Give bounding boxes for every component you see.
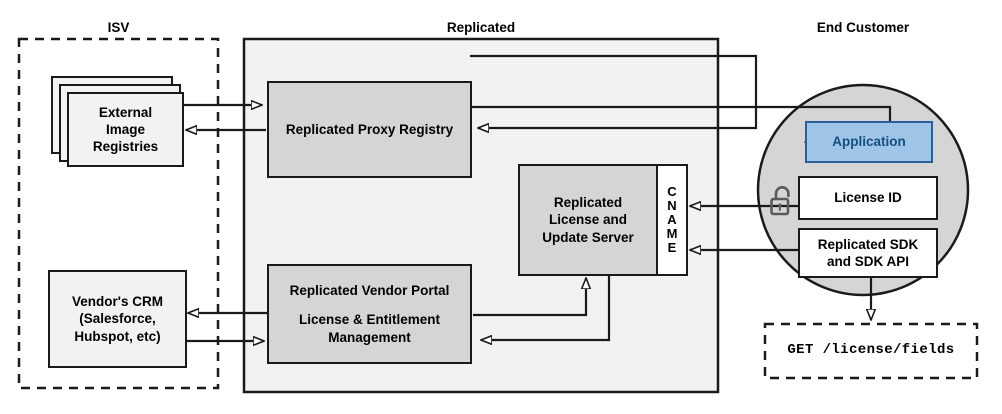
registries-line-2: Image — [105, 121, 146, 137]
registries-line-1: External — [98, 104, 153, 120]
crm-line-2: (Salesforce, — [79, 311, 156, 327]
crm-line-1: Vendor's CRM — [72, 294, 163, 310]
cname-letter-c: C — [667, 183, 677, 199]
license-server-line-3: Update Server — [542, 229, 634, 245]
cname-letter-n: N — [667, 197, 677, 213]
header-replicated: Replicated — [446, 20, 516, 35]
isv-container — [17, 37, 220, 390]
cname-letter-a: A — [667, 211, 677, 227]
open-padlock-icon — [770, 186, 790, 216]
api-call-text: GET /license/fields — [787, 342, 955, 359]
edge-license-server-to-portal — [481, 274, 611, 340]
license-server-line-1: Replicated — [553, 195, 623, 211]
replicated-sdk[interactable]: Replicated SDK and SDK API — [798, 228, 938, 278]
replicated-vendor-portal[interactable]: Replicated Vendor Portal License & Entit… — [267, 264, 472, 364]
header-end-customer: End Customer — [816, 20, 910, 35]
edge-portal-to-license-server — [473, 278, 586, 317]
vendor-portal-sub-line-1: License & Entitlement — [298, 312, 441, 328]
cname-letter-m: M — [666, 226, 678, 242]
vendor-portal-title: Replicated Vendor Portal — [289, 283, 450, 299]
replicated-license-and-update-server[interactable]: Replicated License and Update Server — [518, 164, 658, 276]
header-isv: ISV — [107, 20, 130, 35]
application[interactable]: Application — [805, 121, 933, 163]
license-id[interactable]: License ID — [798, 176, 938, 220]
external-image-registries[interactable]: External Image Registries — [67, 92, 184, 167]
replicated-proxy-registry[interactable]: Replicated Proxy Registry — [267, 81, 472, 178]
api-call-box — [763, 322, 979, 380]
edge-application-to-proxy — [478, 86, 758, 130]
vendor-portal-sub-line-2: Management — [328, 329, 411, 345]
sdk-line-1: Replicated SDK — [817, 236, 919, 252]
cname-letter-e: E — [667, 240, 677, 256]
sdk-line-2: and SDK API — [826, 254, 909, 269]
registries-line-3: Registries — [92, 139, 159, 155]
license-server-line-2: License and — [548, 212, 628, 228]
edge-application-return-riser — [470, 54, 758, 86]
cname-strip[interactable]: C N A M E — [656, 164, 688, 276]
vendors-crm[interactable]: Vendor's CRM (Salesforce, Hubspot, etc) — [48, 270, 187, 368]
crm-line-3: Hubspot, etc) — [74, 328, 161, 344]
